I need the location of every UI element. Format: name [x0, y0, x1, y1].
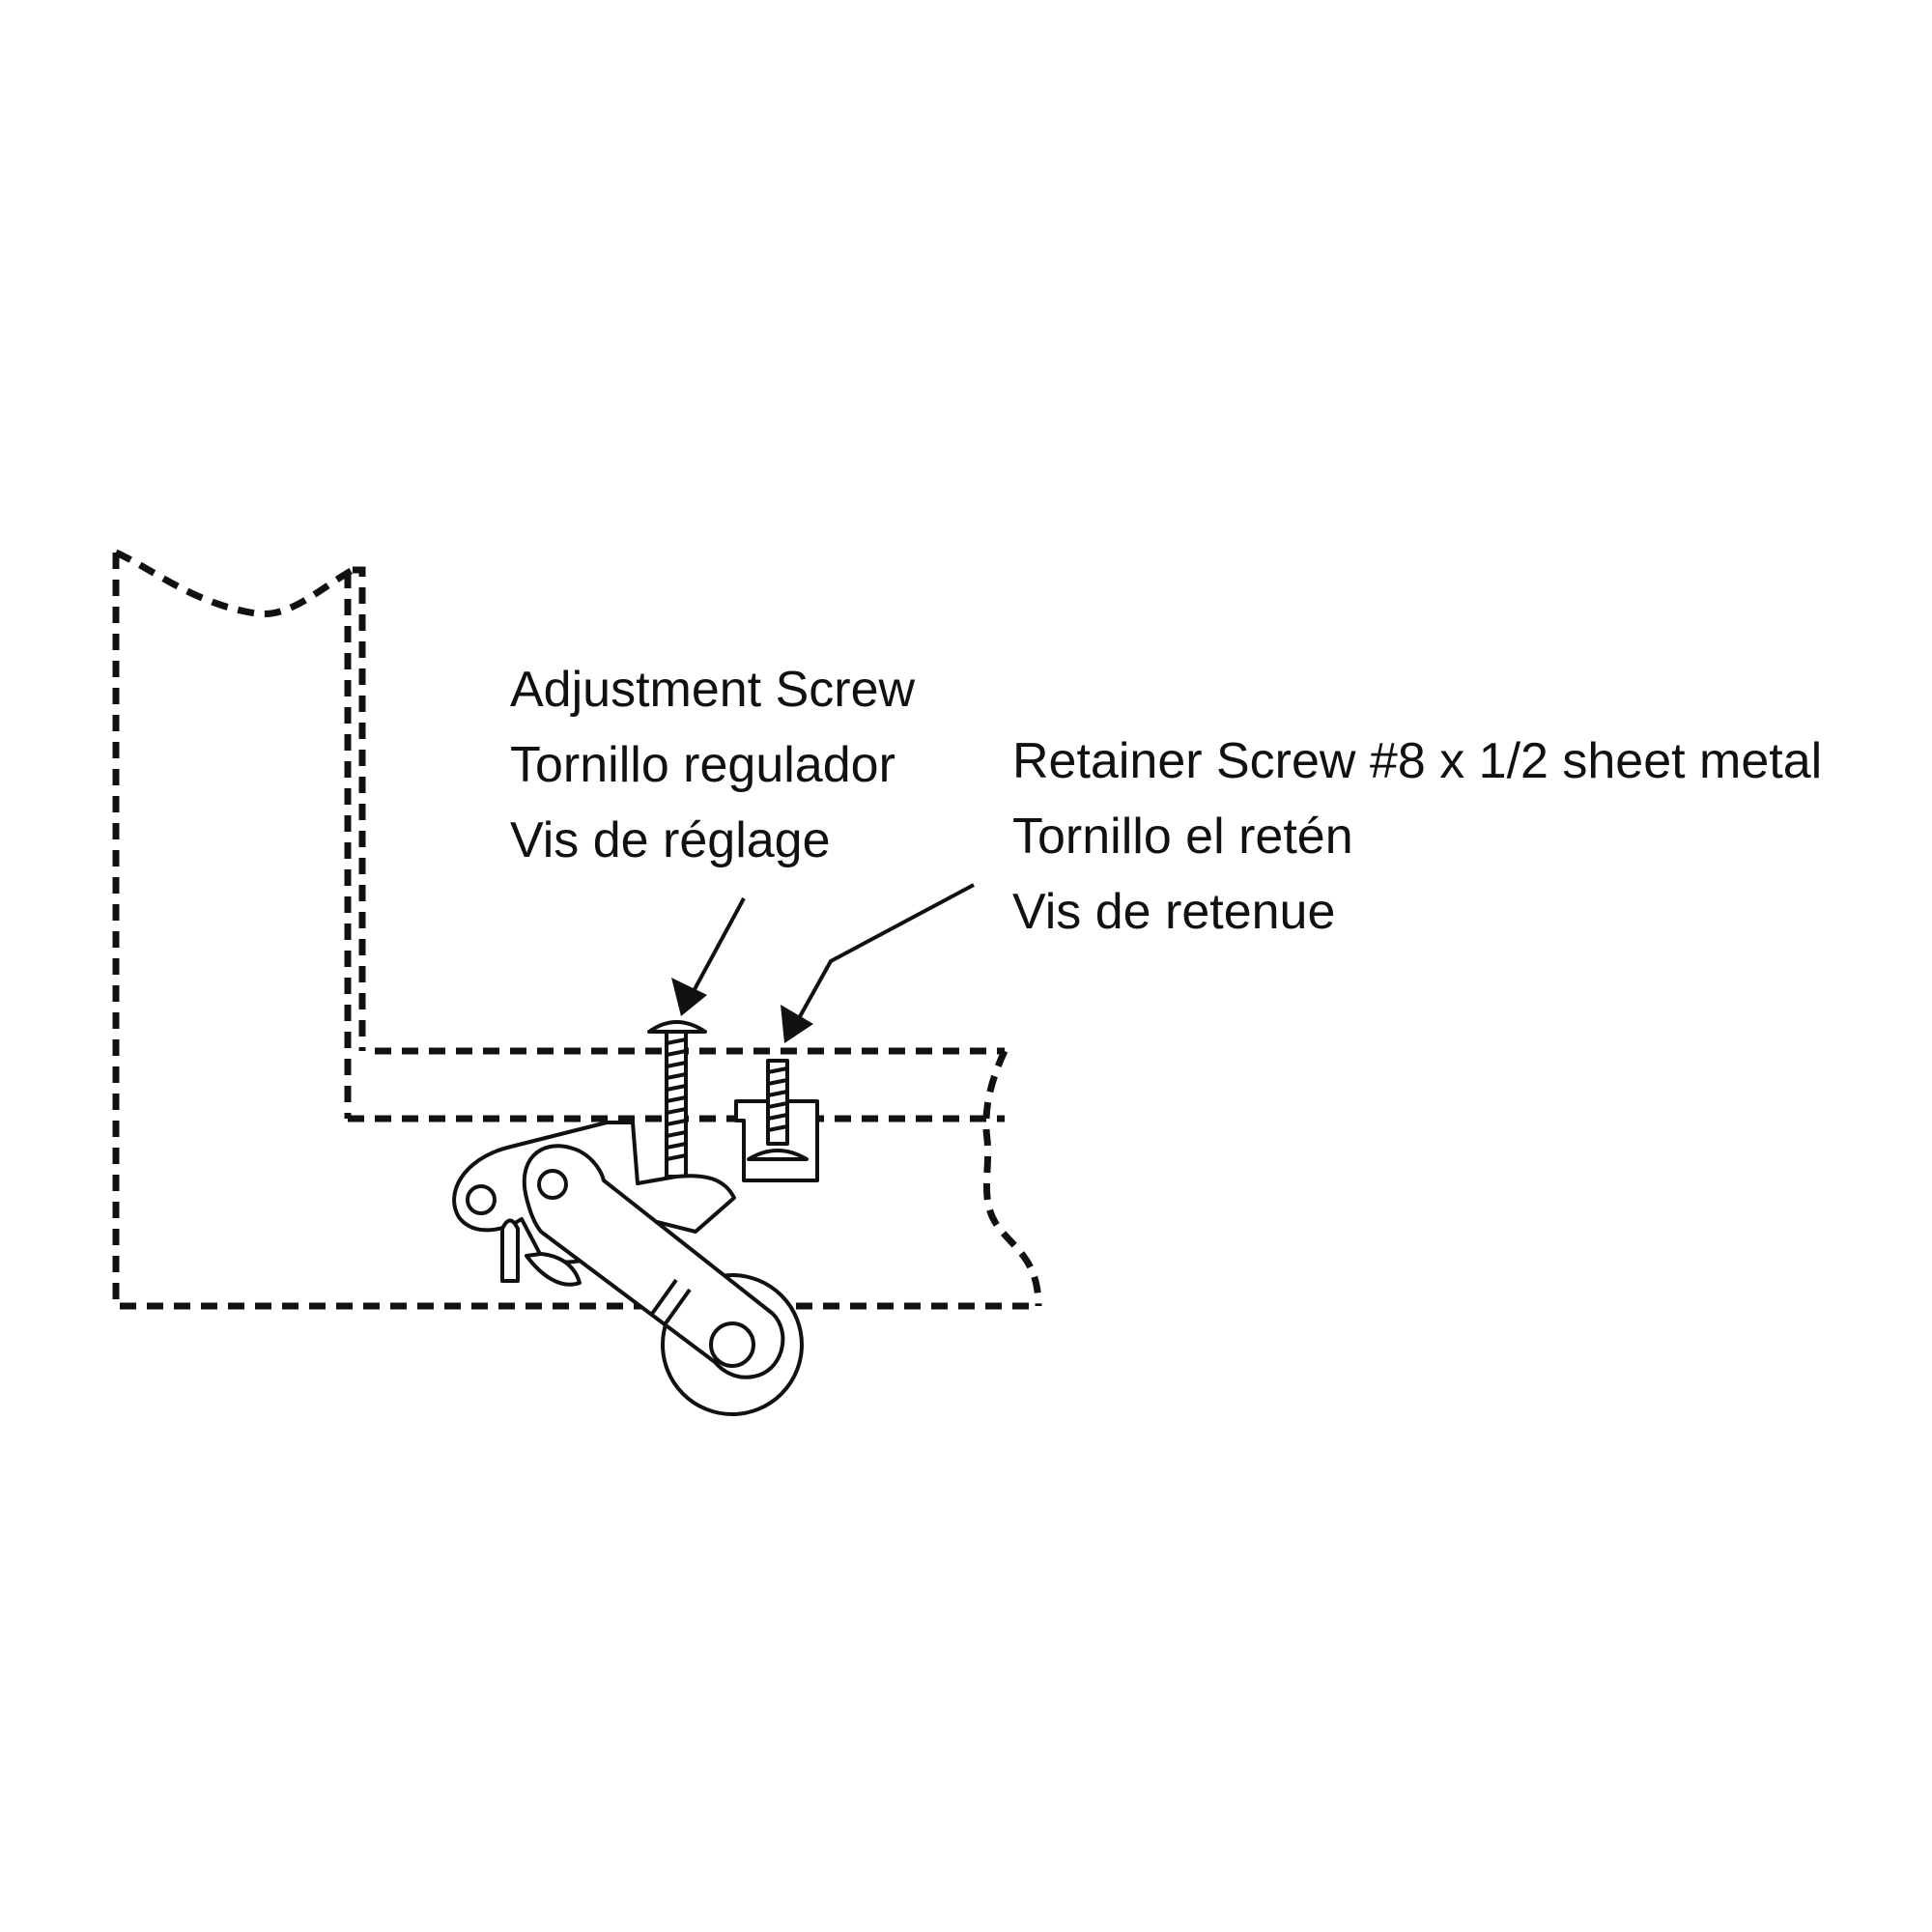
adjustment-screw — [647, 1020, 707, 1179]
adjustment-screw-label-en: Adjustment Screw — [510, 662, 916, 718]
roller-catch — [452, 1121, 804, 1416]
adjustment-screw-label: Adjustment Screw Tornillo regulador Vis … — [510, 652, 915, 878]
retainer-screw-label-fr: Vis de retenue — [1012, 884, 1336, 940]
retainer-screw-label-en: Retainer Screw #8 x 1/2 sheet metal — [1012, 733, 1823, 789]
adjustment-screw-leader — [671, 897, 746, 1016]
retainer-screw — [747, 1059, 809, 1161]
retainer-screw-leader — [781, 883, 975, 1043]
retainer-screw-label: Retainer Screw #8 x 1/2 sheet metal Torn… — [1012, 724, 1822, 950]
retainer-screw-label-es: Tornillo el retén — [1012, 809, 1353, 865]
adjustment-screw-label-es: Tornillo regulador — [510, 737, 895, 793]
adjustment-screw-label-fr: Vis de réglage — [510, 812, 831, 868]
